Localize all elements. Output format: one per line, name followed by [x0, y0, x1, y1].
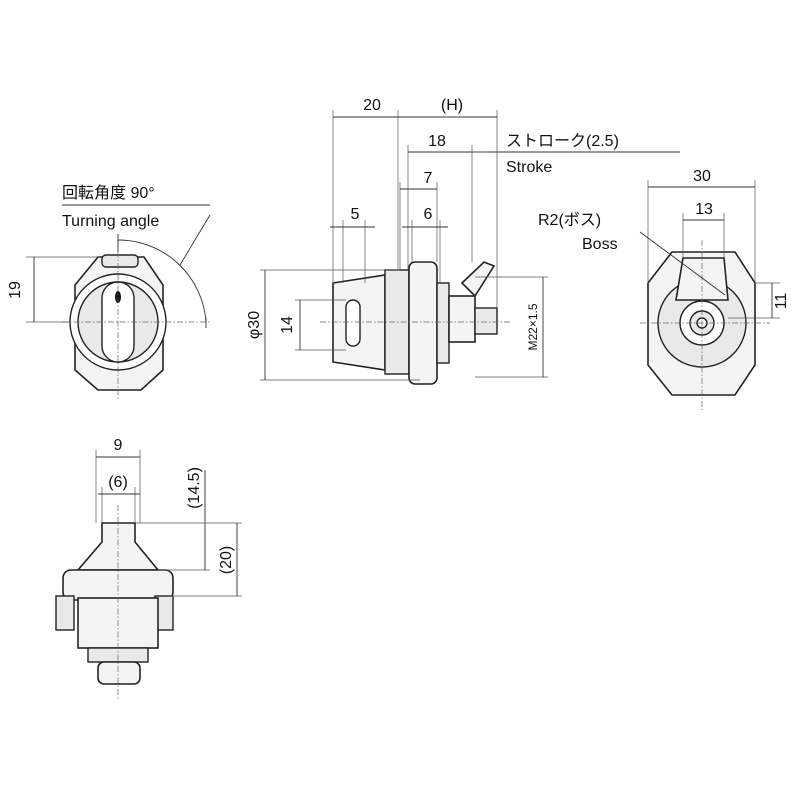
side-length-h-label: (H)	[441, 97, 463, 114]
thread-label: M22×1.5	[526, 303, 540, 350]
side-length-5-label: 5	[351, 206, 360, 223]
bottom-view: 9 (6) (14.5) (20)	[55, 437, 242, 700]
side-diameter-30-label: φ30	[246, 311, 263, 339]
bottom-height-20-label: (20)	[218, 546, 235, 574]
stroke-jp-label: ストローク(2.5)	[506, 132, 619, 150]
boss-jp-label: R2(ボス)	[538, 211, 601, 229]
bottom-width-9-label: 9	[114, 437, 123, 454]
side-length-7-label: 7	[424, 170, 433, 187]
back-height-11-label: 11	[773, 293, 790, 310]
side-length-6-label: 6	[424, 206, 433, 223]
boss-en-label: Boss	[582, 236, 618, 253]
side-view: 20 (H) 18 ストローク(2.5) Stroke 7 5 6 φ30 14	[246, 97, 680, 385]
front-height-label: 19	[7, 281, 24, 299]
front-view: 19 回転角度 90° Turning angle	[7, 184, 211, 400]
side-length-20-label: 20	[363, 97, 381, 114]
turning-angle-jp-label: 回転角度 90°	[62, 184, 155, 202]
side-length-14-label: 14	[279, 316, 296, 334]
bottom-height-145-label: (14.5)	[186, 467, 203, 509]
bottom-width-6-label: (6)	[108, 474, 128, 491]
turning-angle-en-label: Turning angle	[62, 213, 159, 230]
back-width-13-label: 13	[695, 201, 713, 218]
side-length-18-label: 18	[428, 133, 446, 150]
back-width-30-label: 30	[693, 168, 711, 185]
stroke-en-label: Stroke	[506, 159, 552, 176]
back-view: 30 13 R2(ボス) Boss 11	[538, 168, 790, 410]
